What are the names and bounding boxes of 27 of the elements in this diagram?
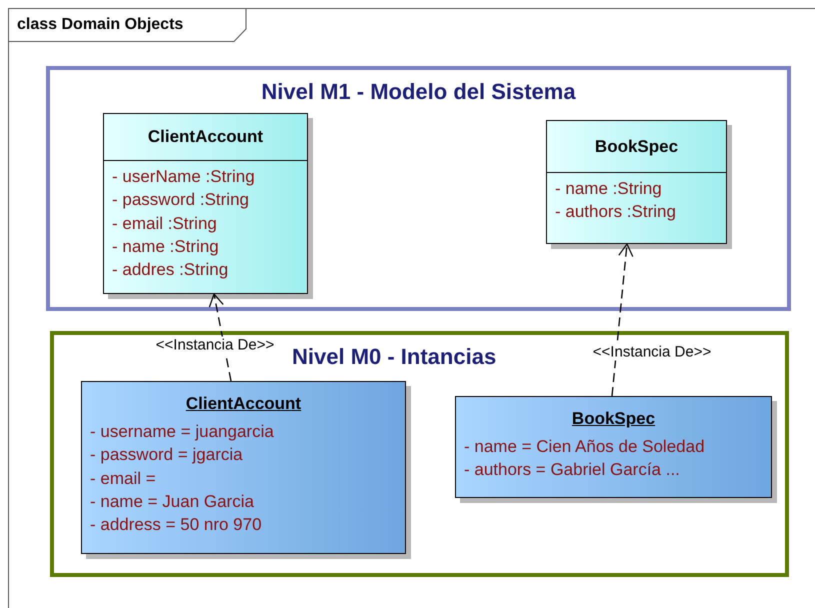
attribute-text: - authors = Gabriel García ... bbox=[464, 459, 681, 482]
uml-frame bbox=[8, 8, 815, 608]
attribute-text: - name = Juan Garcia bbox=[90, 490, 255, 513]
edge-label: <<Instancia De>> bbox=[154, 336, 276, 354]
package-box bbox=[46, 66, 791, 311]
class-name: BookSpec bbox=[594, 136, 678, 156]
dependency-arrow bbox=[611, 243, 634, 396]
object-name: ClientAccount bbox=[186, 394, 302, 414]
attribute-text: - name :String bbox=[555, 178, 663, 200]
attribute-text: - name = Cien Años de Soledad bbox=[464, 436, 706, 458]
attribute-text: - userName :String bbox=[112, 166, 256, 188]
attribute-text: - address = 50 nro 970 bbox=[90, 514, 263, 536]
attribute-text: - email = bbox=[90, 468, 157, 490]
object-name: BookSpec bbox=[572, 409, 656, 429]
edge-label: <<Instancia De>> bbox=[590, 344, 714, 360]
attribute-text: - password :String bbox=[112, 189, 250, 212]
attribute-text: - authors :String bbox=[555, 201, 677, 224]
frame-title: class Domain Objects bbox=[17, 16, 184, 34]
package-box bbox=[50, 331, 789, 577]
attribute-text: - email :String bbox=[112, 212, 218, 235]
package-title: Nivel M1 - Modelo del Sistema bbox=[260, 79, 577, 105]
class-name: ClientAccount bbox=[148, 127, 264, 147]
attribute-text: - username = juangarcia bbox=[90, 421, 275, 443]
package-title: Nivel M0 - Intancias bbox=[292, 344, 496, 370]
attribute-text: - password = jgarcia bbox=[90, 444, 244, 466]
attribute-text: - name :String bbox=[112, 236, 220, 258]
attribute-text: - addres :String bbox=[112, 259, 230, 282]
